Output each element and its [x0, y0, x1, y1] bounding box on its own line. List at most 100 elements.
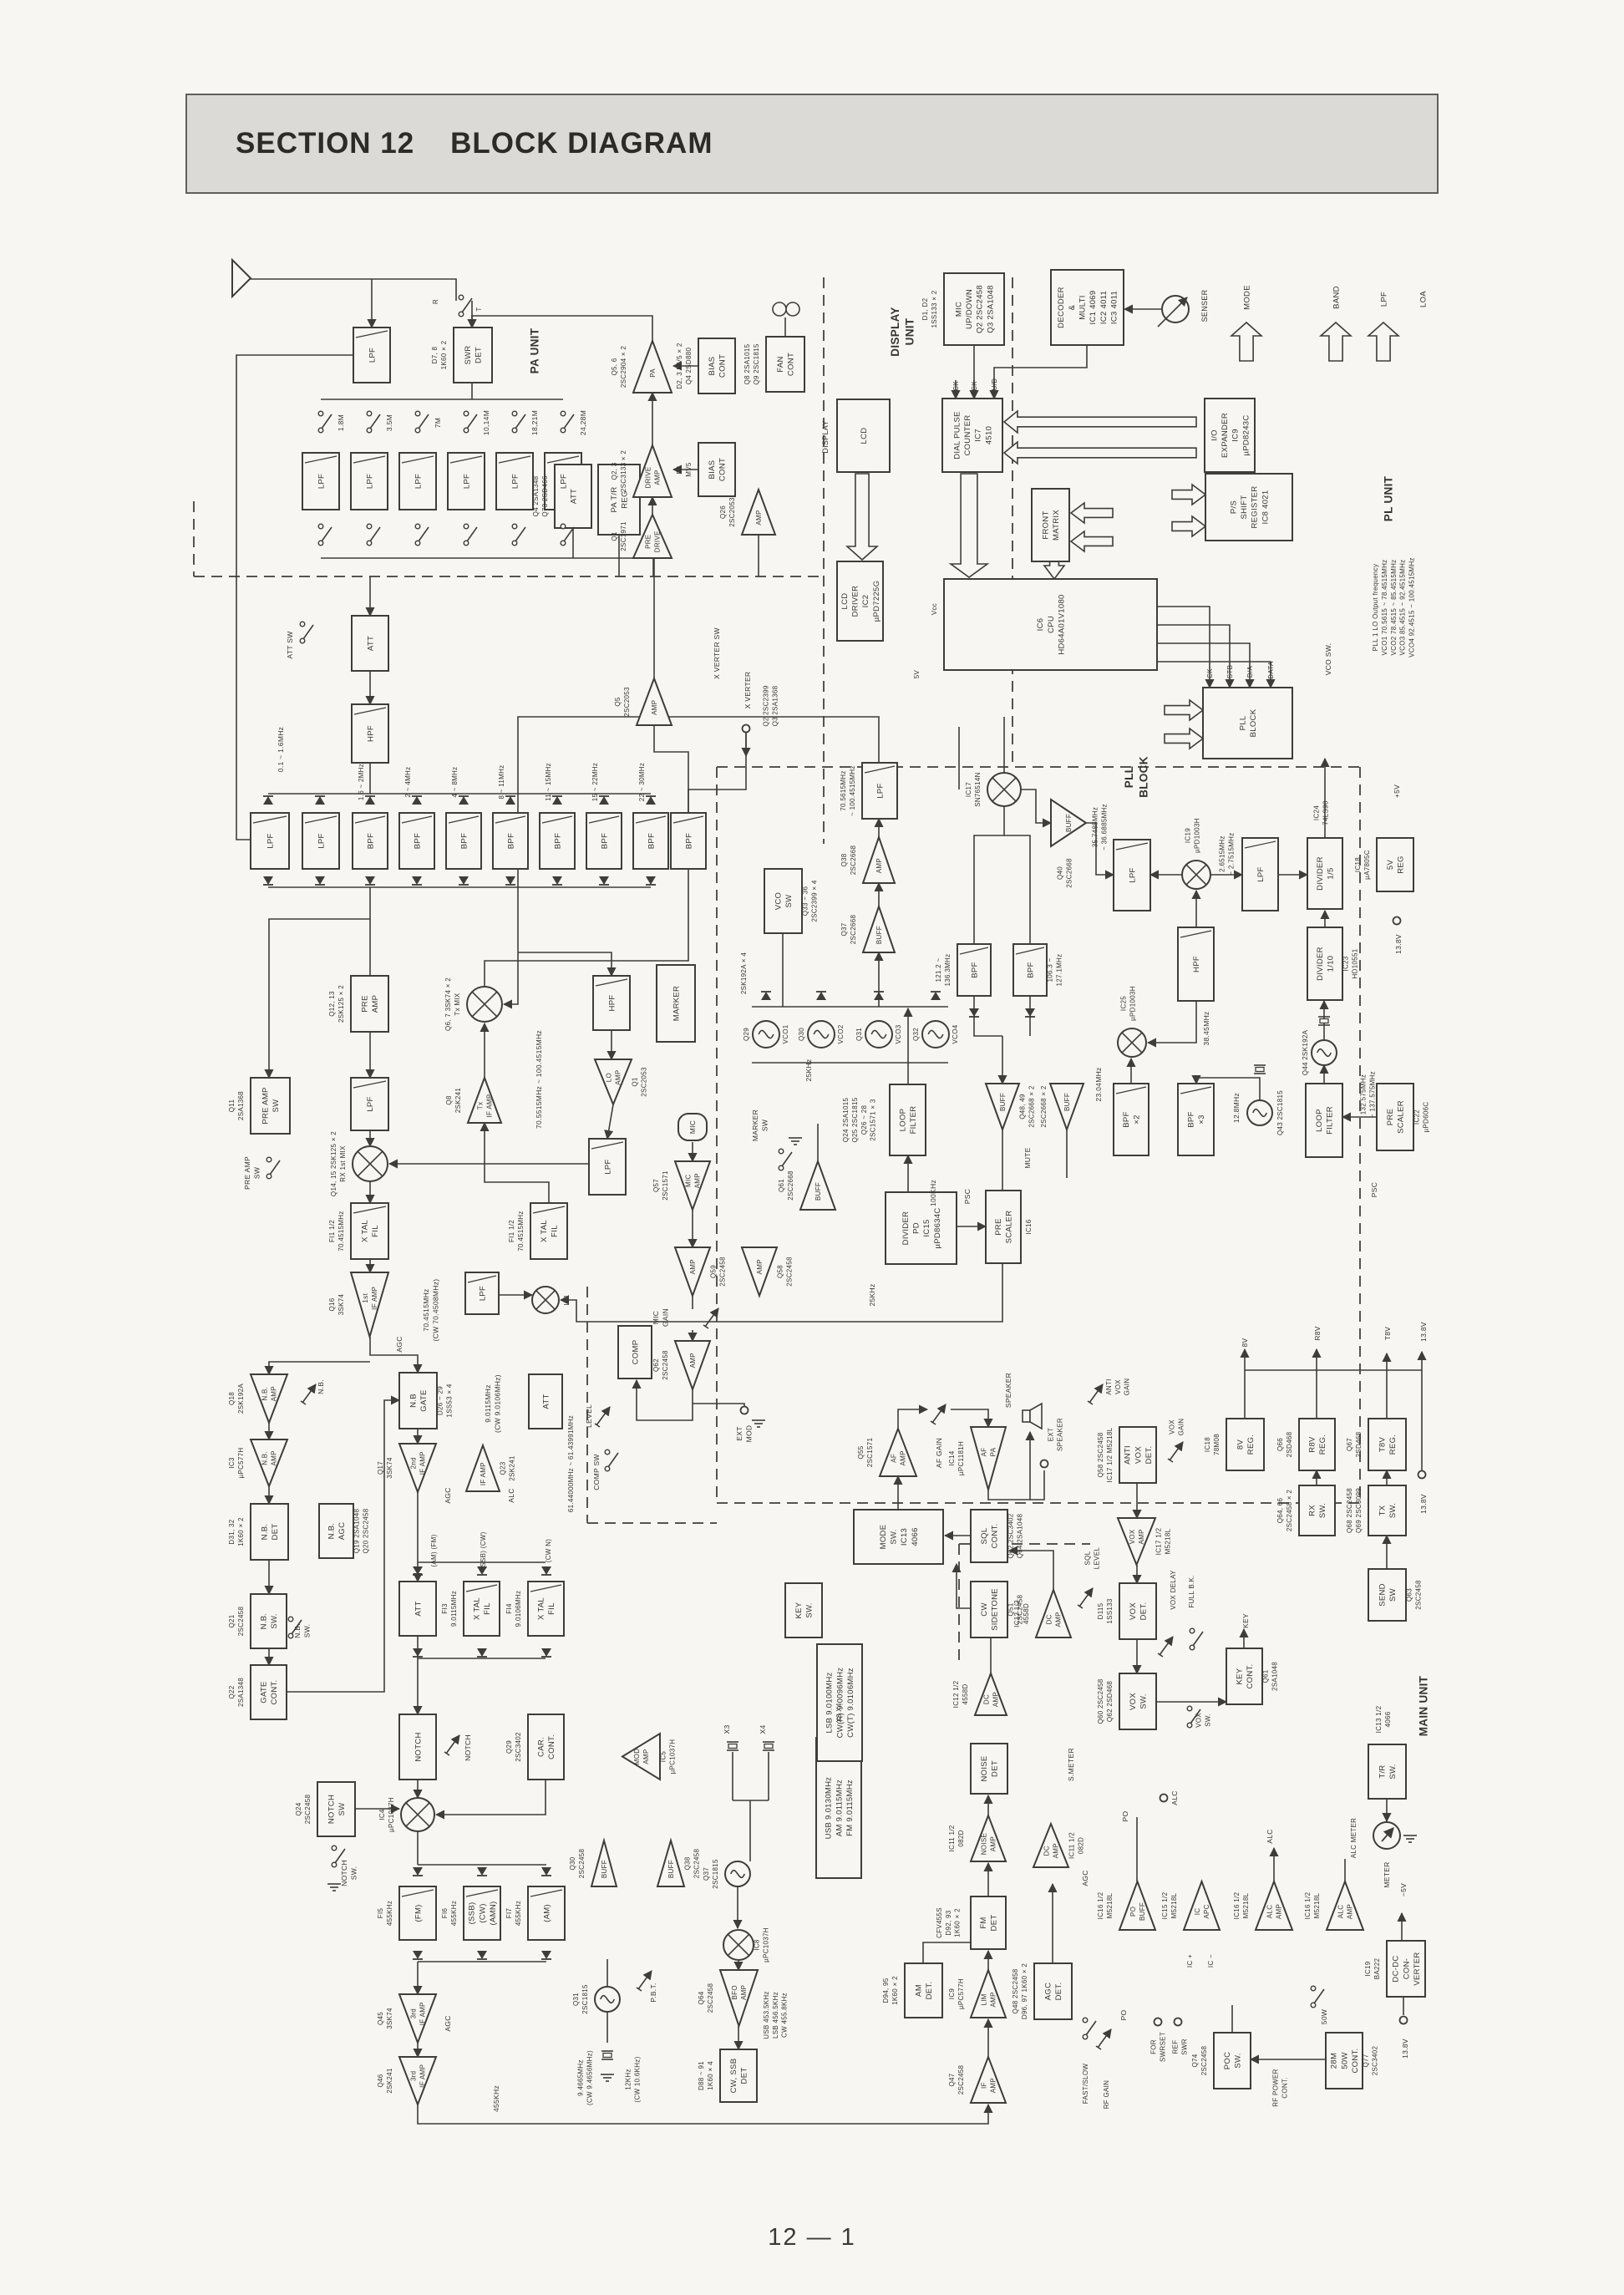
- block-x-tal-fil: [463, 1581, 500, 1637]
- label-n-b: N.B.SW.: [293, 1623, 312, 1638]
- block-cw-ssb-det: [719, 2049, 758, 2103]
- label-po: PO: [1121, 1810, 1129, 1821]
- block-lpf-box: [1241, 837, 1279, 911]
- pot-icon: [1087, 1384, 1104, 1405]
- label-8-11mhz: 8 ~ 11MHz: [498, 764, 505, 799]
- sw-c1: [266, 1156, 272, 1163]
- label-key: KEY: [1241, 1613, 1250, 1628]
- block-lpf-label: LPF: [875, 783, 885, 798]
- block-lpf-label: LPF: [559, 474, 568, 489]
- block-bias-cont: [698, 442, 736, 497]
- pot-tail: [930, 1420, 936, 1425]
- wire-arrow-28: [502, 716, 880, 1009]
- block-x-tal-fil-box: [530, 1202, 568, 1260]
- amp-bfo-amp: [718, 1969, 759, 2029]
- block-lpf: [1241, 837, 1279, 911]
- block-bpf-2: [1113, 1083, 1149, 1156]
- wire-arrow-82: [951, 1409, 993, 1429]
- block-noise-det: [970, 1743, 1008, 1795]
- block-divider-1-10-box: [1307, 927, 1343, 1001]
- wire-arrow-29: [518, 952, 617, 977]
- diode-tri: [599, 796, 609, 805]
- block-marker-box: [656, 964, 696, 1043]
- mic-icon: [678, 1113, 708, 1141]
- label-vco2: VCO2: [837, 1024, 845, 1043]
- block-pll-block: [1202, 687, 1293, 759]
- diode: [263, 876, 273, 886]
- oscillator: [752, 1020, 780, 1048]
- oscillator-ref: Q29: [743, 1028, 750, 1041]
- label-display: DISPLAY: [821, 420, 830, 453]
- crystal-icon: [601, 2050, 613, 2060]
- oscillator: [865, 1020, 893, 1048]
- filter-slash: [864, 765, 896, 774]
- block-lpf: [447, 452, 485, 510]
- bus-arrow-5: [1002, 409, 1197, 434]
- block-r8v-reg: [1298, 1418, 1336, 1471]
- label-vco1: VCO1: [782, 1024, 789, 1043]
- block-ic6-cpu-hd64a01v1080: [943, 578, 1158, 671]
- amp-drive-amp: [632, 443, 673, 498]
- switch-icon: [366, 523, 381, 546]
- osc-sine: [1317, 1048, 1332, 1058]
- label-x3: X3: [723, 1725, 731, 1734]
- label-level: LEVEL: [585, 1404, 593, 1428]
- amp-af-amp: [878, 1426, 918, 1477]
- label-notch: NOTCH: [464, 1734, 472, 1761]
- filter-slash: [532, 1206, 566, 1214]
- block-am: [527, 1886, 566, 1941]
- switch-icon: [463, 410, 478, 434]
- filter-slash: [355, 330, 388, 338]
- block-marker: [656, 964, 696, 1043]
- label-12khz: 12KHz(CW 10.6KHz): [624, 2056, 641, 2102]
- label-2sk192a-4: 2SK192A × 4: [740, 952, 748, 994]
- filter-slash: [541, 815, 573, 824]
- label-am-fm: (AM) (FM): [430, 1534, 438, 1566]
- label-11-15mhz: 11 ~ 15MHz: [545, 763, 552, 801]
- label-23-04mhz: 23.04MHz: [1094, 1067, 1103, 1101]
- block-gate-cont-box: [250, 1664, 287, 1720]
- block-front-matrix: [1031, 488, 1070, 562]
- switch-icon: [1189, 1627, 1204, 1651]
- label-meter: METER: [1383, 1861, 1391, 1887]
- oscillator: [1311, 1039, 1337, 1066]
- block-n-b-gate: [398, 1372, 438, 1429]
- block-lpf-box: [464, 1272, 500, 1315]
- oscillator-ref: Q31: [855, 1028, 863, 1041]
- filter-slash: [530, 1584, 562, 1592]
- bus-arrow-0: [1229, 321, 1264, 362]
- block-att-box: [528, 1373, 563, 1429]
- diode-tri: [315, 876, 325, 885]
- filter-slash: [304, 815, 337, 824]
- sw-c1: [366, 410, 373, 417]
- filter-slash: [353, 455, 386, 464]
- wire-arrow-31: [604, 1104, 614, 1140]
- diode: [552, 876, 562, 886]
- amp-buff-label: BUFF: [1063, 1093, 1071, 1111]
- label-n-b: N.B.: [317, 1379, 325, 1394]
- block-bpf-label: BPF: [553, 833, 562, 849]
- block-agc-det: [1033, 1962, 1073, 2020]
- pot-icon: [703, 1307, 719, 1329]
- label-alc: ALC: [1170, 1790, 1179, 1805]
- mixer-x: [405, 1802, 430, 1827]
